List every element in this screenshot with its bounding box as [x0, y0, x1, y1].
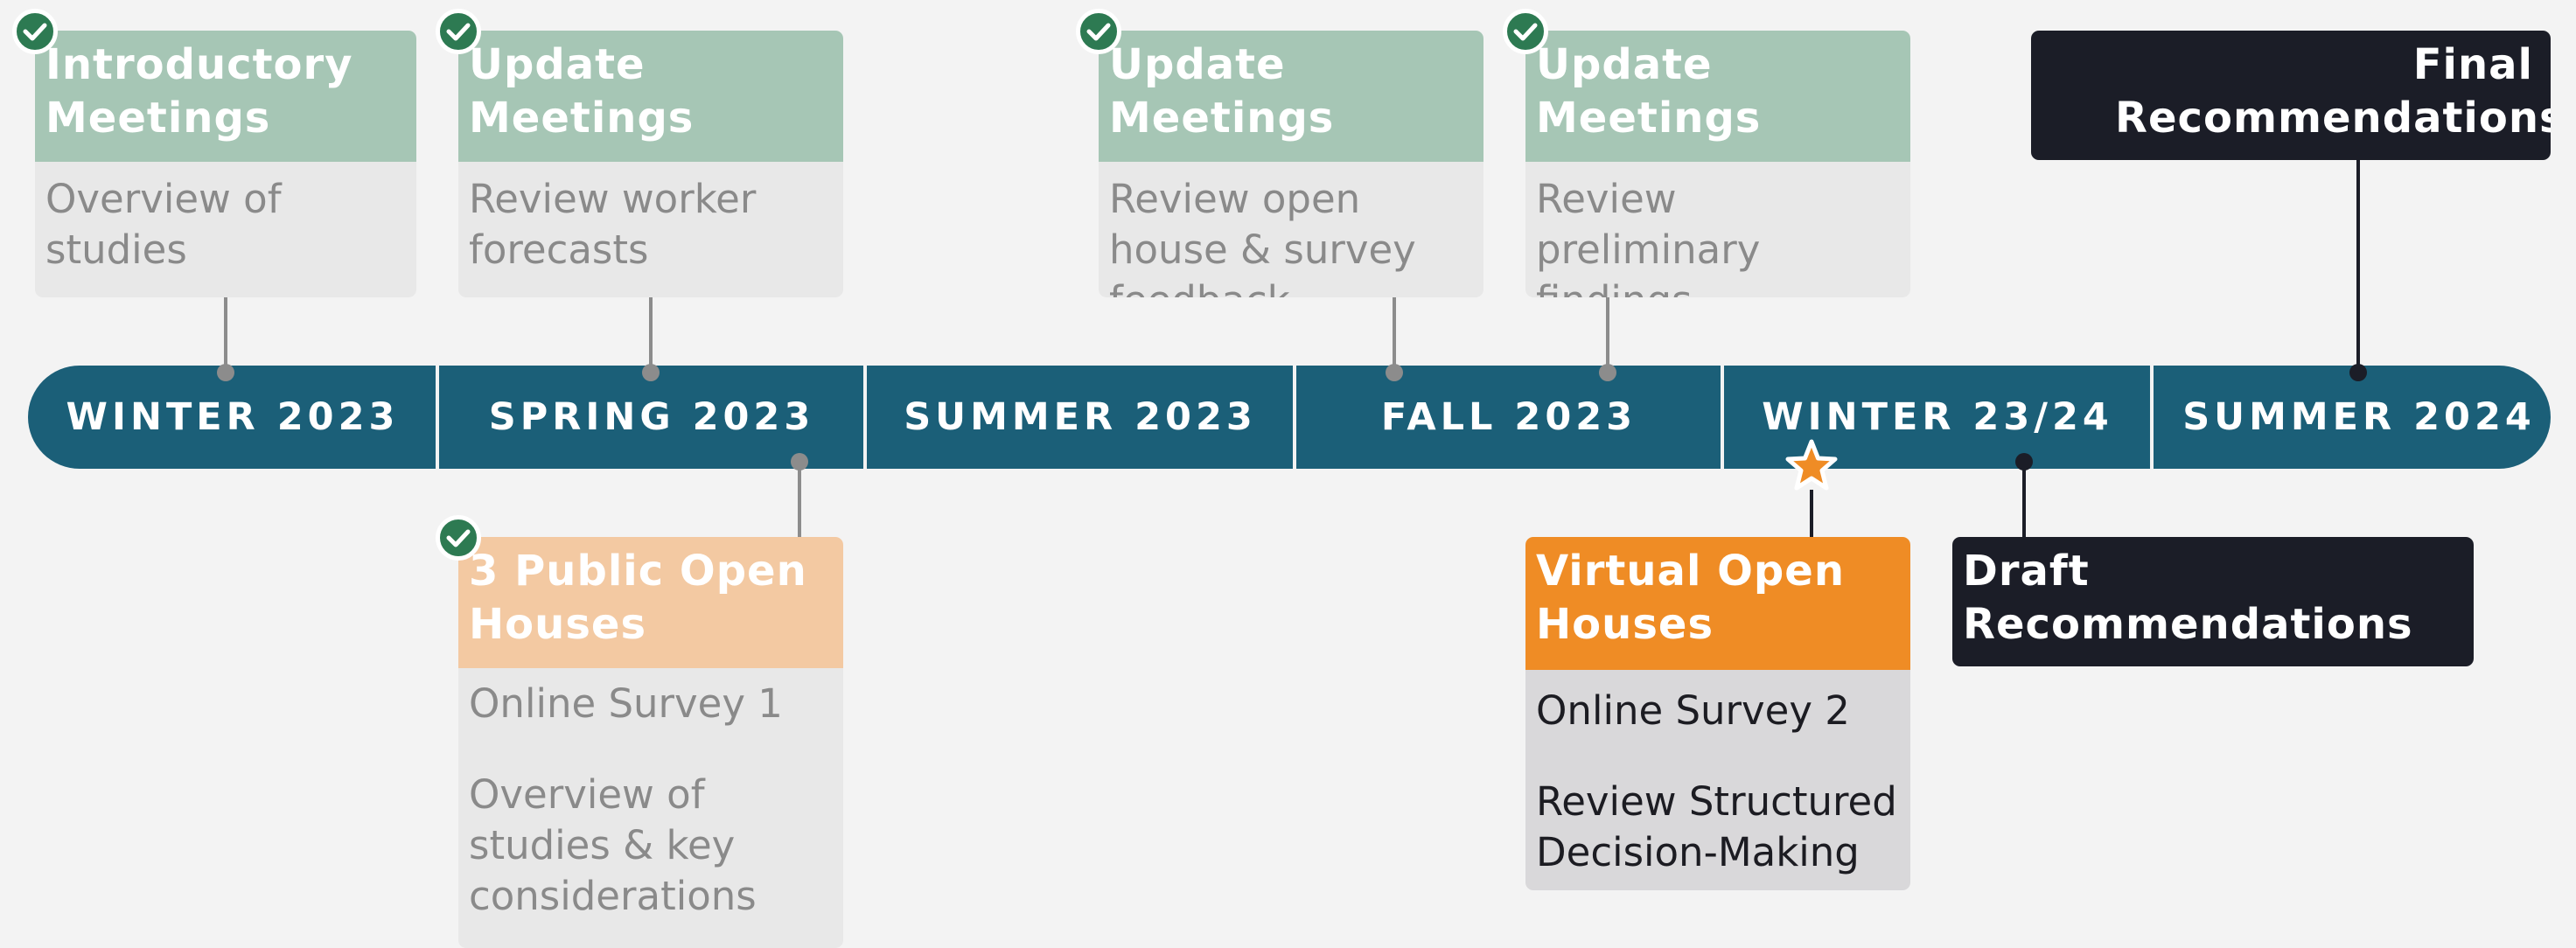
milestone-title: 3 Public Open Houses [458, 537, 843, 668]
segment-divider [1293, 366, 1296, 469]
milestone-description: Online Survey 1 Overview of studies & ke… [458, 668, 843, 948]
milestone-description: Review worker forecasts [458, 162, 843, 297]
segment-label: SPRING 2023 [488, 395, 815, 439]
connector-dot [1386, 364, 1403, 381]
segment-divider [2150, 366, 2154, 469]
connector-line [1606, 296, 1609, 373]
milestone-card-introductory-meetings: Introductory Meetings Overview of studie… [35, 31, 416, 297]
connector-dot [1599, 364, 1616, 381]
check-circle-icon [1503, 9, 1548, 54]
segment-winter-23-24: WINTER 23/24 [1724, 366, 2151, 469]
segment-label: WINTER 2023 [66, 395, 400, 439]
segment-label: FALL 2023 [1380, 395, 1637, 439]
connector-dot [642, 364, 660, 381]
milestone-description: Overview of studies [35, 162, 416, 297]
connector-line [649, 296, 653, 373]
segment-label: SUMMER 2024 [2182, 395, 2536, 439]
connector-dot [217, 364, 234, 381]
star-icon [1785, 439, 1838, 491]
connector-line [798, 465, 801, 539]
segment-spring-2023: SPRING 2023 [439, 366, 864, 469]
connector-line [2022, 465, 2026, 539]
segment-summer-2023: SUMMER 2023 [867, 366, 1294, 469]
milestone-card-final-recommendations: Final Recommendations [2031, 31, 2551, 160]
milestone-card-draft-recommendations: Draft Recommendations [1952, 537, 2474, 666]
milestone-title: Final Recommendations [2115, 40, 2551, 143]
segment-summer-2024: SUMMER 2024 [2154, 366, 2551, 469]
milestone-card-virtual-open-houses: Virtual Open Houses Online Survey 2 Revi… [1525, 537, 1910, 890]
milestone-description: Online Survey 2 Review Structured Decisi… [1525, 670, 1910, 890]
milestone-title: Introductory Meetings [35, 31, 416, 162]
segment-fall-2023: FALL 2023 [1296, 366, 1721, 469]
connector-line [1393, 296, 1396, 373]
check-circle-icon [1076, 9, 1121, 54]
segment-label: WINTER 23/24 [1762, 395, 2113, 439]
connector-dot [2015, 453, 2033, 471]
connector-line [1810, 490, 1813, 539]
milestone-title: Update Meetings [458, 31, 843, 162]
timeline-bar: WINTER 2023 SPRING 2023 SUMMER 2023 FALL… [28, 366, 2551, 469]
milestone-description-line: Online Survey 1 [469, 680, 783, 727]
milestone-description-line: Overview of studies & key considerations [469, 771, 757, 919]
milestone-description-line: Online Survey 2 [1536, 687, 1850, 734]
connector-dot [791, 453, 808, 471]
segment-label: SUMMER 2023 [904, 395, 1257, 439]
check-circle-icon [436, 515, 481, 561]
connector-dot [2349, 364, 2367, 381]
milestone-card-update-meetings-spring: Update Meetings Review worker forecasts [458, 31, 843, 297]
milestone-title: Draft Recommendations [1963, 547, 2413, 649]
check-circle-icon [12, 9, 58, 54]
connector-line [2356, 157, 2360, 373]
milestone-card-update-meetings-fall: Update Meetings Review preliminary findi… [1525, 31, 1910, 297]
milestone-description: Review open house & survey feedback [1099, 162, 1483, 297]
check-circle-icon [436, 9, 481, 54]
milestone-description-line: Review Structured Decision-Making [1536, 778, 1897, 875]
segment-divider [863, 366, 867, 469]
segment-winter-2023: WINTER 2023 [28, 366, 437, 469]
milestone-card-public-open-houses: 3 Public Open Houses Online Survey 1 Ove… [458, 537, 843, 948]
milestone-description: Review preliminary findings [1525, 162, 1910, 297]
segment-divider [1721, 366, 1724, 469]
milestone-title: Virtual Open Houses [1525, 537, 1910, 670]
connector-line [224, 296, 227, 373]
milestone-title: Update Meetings [1099, 31, 1483, 162]
milestone-card-update-meetings-summer: Update Meetings Review open house & surv… [1099, 31, 1483, 297]
milestone-title: Update Meetings [1525, 31, 1910, 162]
segment-divider [436, 366, 439, 469]
